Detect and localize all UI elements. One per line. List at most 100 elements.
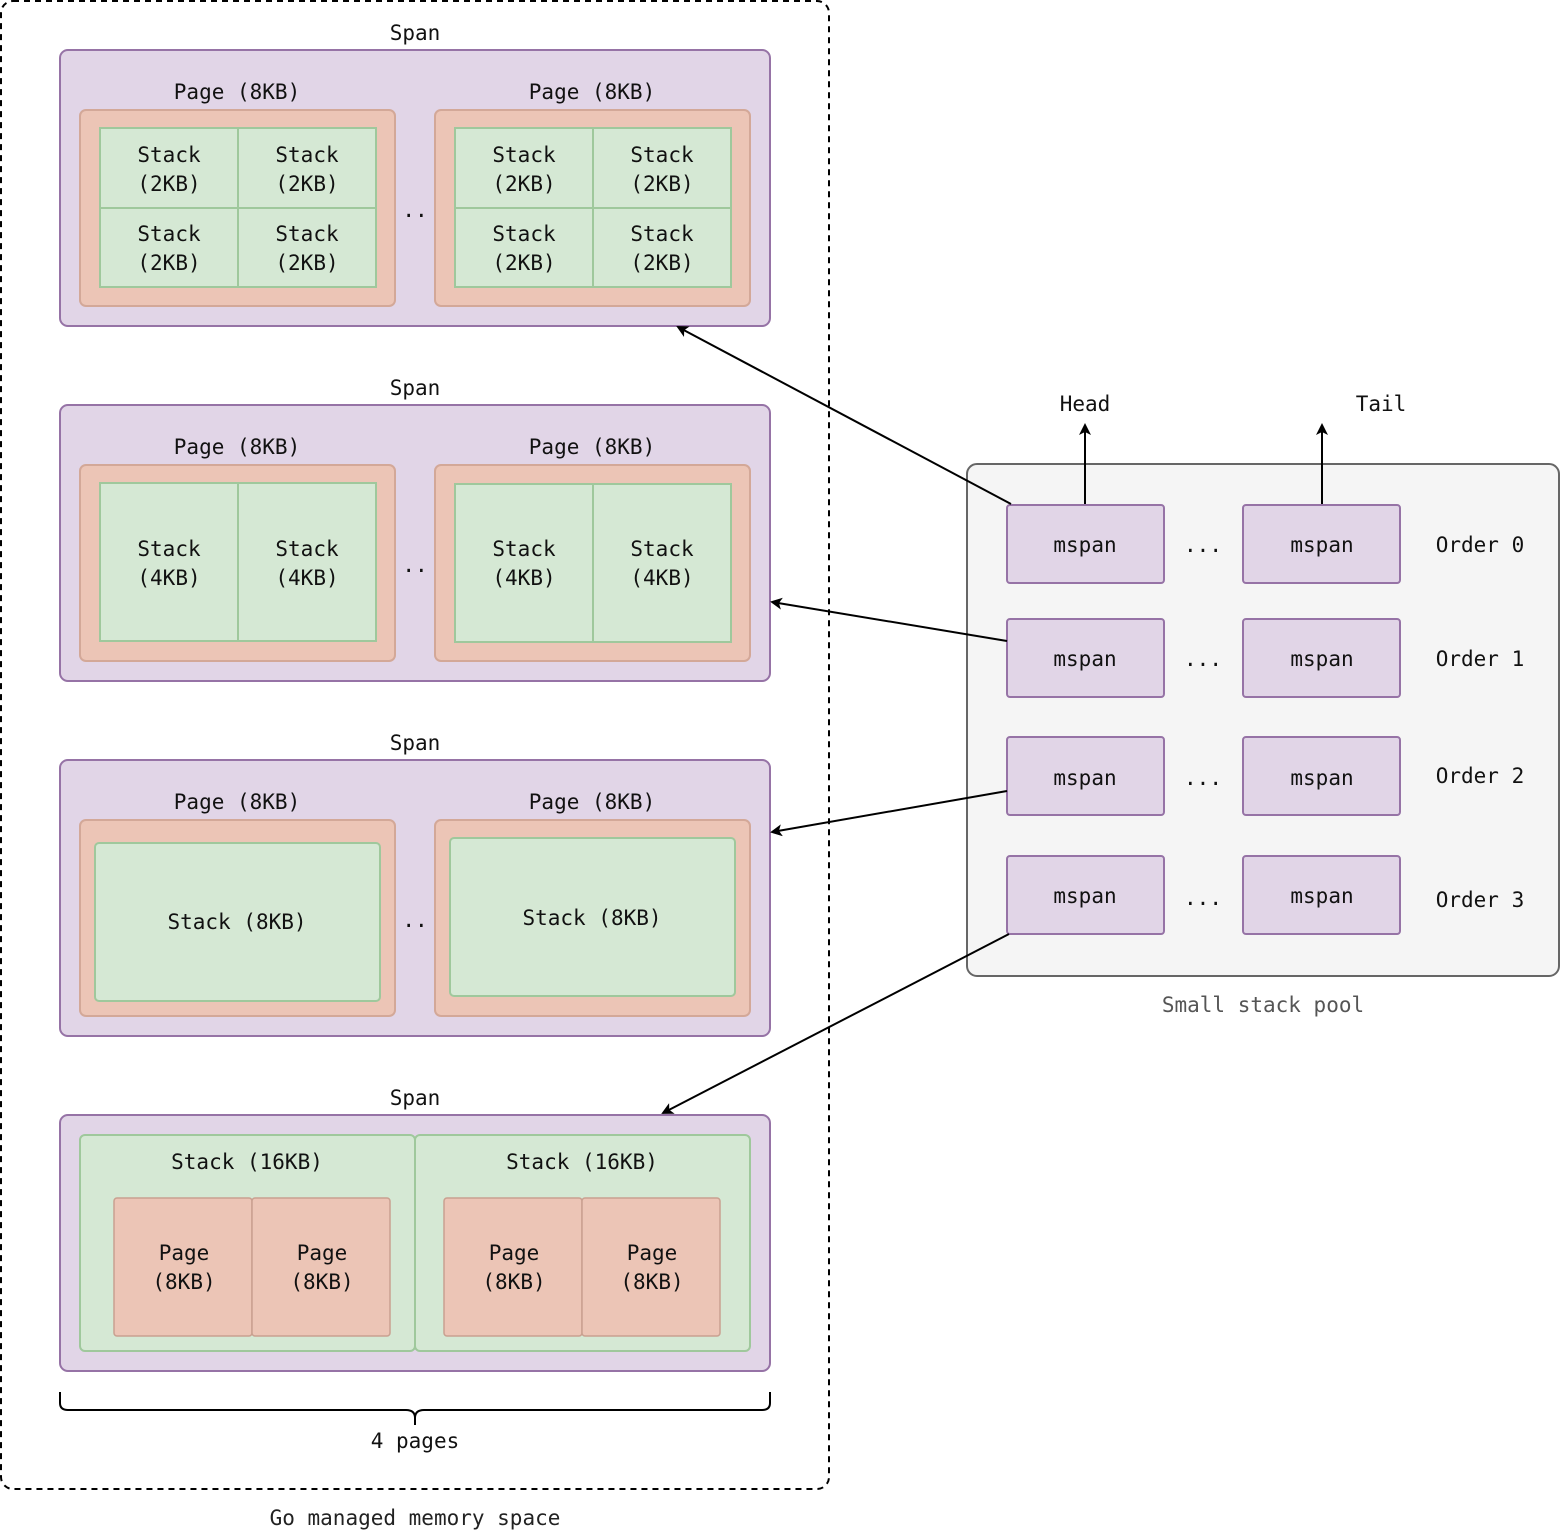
span-title: Span — [390, 731, 441, 755]
page-label: Page — [159, 1241, 210, 1265]
stack-label: Stack — [630, 222, 694, 246]
ellipsis: ... — [1184, 886, 1222, 910]
order-label: Order 3 — [1436, 888, 1525, 912]
stack-box — [592, 207, 732, 288]
order-label: Order 1 — [1436, 647, 1525, 671]
mspan-head[interactable] — [1006, 504, 1165, 584]
page-label: Page — [297, 1241, 348, 1265]
mspan-label: mspan — [1053, 766, 1116, 790]
page-label: Page (8KB) — [529, 80, 655, 104]
mspan-tail[interactable] — [1242, 736, 1401, 816]
page-box — [581, 1197, 721, 1337]
mspan-label: mspan — [1053, 533, 1116, 557]
stack-label: Stack — [492, 143, 556, 167]
stack-size: (2KB) — [275, 172, 338, 196]
stack-size: (2KB) — [137, 172, 200, 196]
stack-label: Stack — [275, 537, 339, 561]
stack-box — [237, 482, 377, 642]
ellipsis: ... — [1184, 533, 1222, 557]
stack-label: Stack — [492, 537, 556, 561]
mspan-label: mspan — [1290, 647, 1353, 671]
stack-label: Stack — [275, 143, 339, 167]
page-label: Page (8KB) — [174, 80, 300, 104]
page-label: Page — [627, 1241, 678, 1265]
mspan-tail[interactable] — [1242, 618, 1401, 698]
span-title: Span — [390, 376, 441, 400]
stack-label: Stack — [492, 222, 556, 246]
pool-row-order-0: mspan ... mspan Order 0 — [1006, 504, 1525, 584]
stack-box — [237, 207, 377, 288]
link-arrow-order-3 — [661, 933, 1010, 1114]
stack-size: (4KB) — [275, 566, 338, 590]
stack-size: (4KB) — [630, 566, 693, 590]
stack-label: Stack (16KB) — [506, 1150, 658, 1174]
pool-to-span-links — [661, 326, 1012, 1114]
stack-box — [237, 127, 377, 209]
link-arrow-order-2 — [770, 790, 1008, 837]
stack-label: Stack — [630, 537, 694, 561]
stack-box — [454, 127, 594, 209]
ellipsis: ... — [1184, 647, 1222, 671]
stack-size: (2KB) — [492, 172, 555, 196]
brace-label: 4 pages — [371, 1429, 460, 1453]
page-box — [251, 1197, 391, 1337]
mspan-label: mspan — [1290, 884, 1353, 908]
memory-space-border — [0, 0, 830, 1490]
stack-box — [94, 842, 381, 1002]
page-size: (8KB) — [482, 1270, 545, 1294]
stack-label: Stack — [137, 143, 201, 167]
page-label: Page (8KB) — [174, 790, 300, 814]
curly-brace — [59, 1392, 771, 1425]
stack-label: Stack — [137, 222, 201, 246]
go-memory-space: Go managed memory space — [0, 0, 830, 1530]
stack-box — [99, 127, 239, 209]
stack-box — [99, 207, 239, 288]
ellipsis: .. — [402, 908, 427, 932]
stack-box — [99, 482, 239, 642]
mspan-head[interactable] — [1006, 736, 1165, 816]
mspan-tail[interactable] — [1242, 855, 1401, 935]
stack-label: Stack — [137, 537, 201, 561]
stack-label: Stack (16KB) — [171, 1150, 323, 1174]
span-order-3: Span Stack (16KB) Page (8KB) Page (8KB) … — [59, 1086, 771, 1372]
mspan-head[interactable] — [1006, 855, 1165, 935]
pool-row-order-2: mspan ... mspan Order 2 — [1006, 736, 1524, 816]
pool-row-order-1: mspan ... mspan Order 1 — [1006, 618, 1525, 698]
stack-label: Stack (8KB) — [522, 906, 661, 930]
span-order-2: Span Page (8KB) Stack (8KB) .. Page (8KB… — [59, 731, 771, 1037]
ellipsis: ... — [1184, 766, 1222, 790]
mspan-label: mspan — [1290, 766, 1353, 790]
ellipsis: .. — [402, 553, 427, 577]
mspan-label: mspan — [1290, 533, 1353, 557]
page-label: Page — [489, 1241, 540, 1265]
span-order-1: Span Page (8KB) Stack (4KB) Stack (4KB) … — [59, 376, 771, 682]
tail-label: Tail — [1356, 392, 1407, 416]
page-size: (8KB) — [290, 1270, 353, 1294]
stack-size: (4KB) — [137, 566, 200, 590]
mspan-tail[interactable] — [1242, 504, 1401, 584]
link-arrow-order-0 — [676, 326, 1012, 505]
stack-label: Stack — [275, 222, 339, 246]
pool-box — [966, 463, 1560, 977]
stack-box — [592, 483, 732, 643]
stack-size: (4KB) — [492, 566, 555, 590]
four-pages-brace: 4 pages — [59, 1392, 771, 1453]
stack-size: (2KB) — [137, 251, 200, 275]
page-label: Page (8KB) — [174, 435, 300, 459]
page-box — [113, 1197, 253, 1337]
memory-space-caption: Go managed memory space — [270, 1506, 561, 1530]
stack-size: (2KB) — [630, 251, 693, 275]
order-label: Order 0 — [1436, 533, 1525, 557]
small-stack-pool: Small stack pool Head Tail mspan ... msp… — [966, 392, 1560, 1017]
page-size: (8KB) — [152, 1270, 215, 1294]
page-label: Page (8KB) — [529, 790, 655, 814]
stack-size: (2KB) — [630, 172, 693, 196]
page-label: Page (8KB) — [529, 435, 655, 459]
mspan-head[interactable] — [1006, 618, 1165, 698]
link-arrow-order-1 — [770, 597, 1008, 642]
page-size: (8KB) — [620, 1270, 683, 1294]
stack-size: (2KB) — [275, 251, 338, 275]
pool-row-order-3: mspan ... mspan Order 3 — [1006, 855, 1525, 935]
stack-label: Stack — [630, 143, 694, 167]
